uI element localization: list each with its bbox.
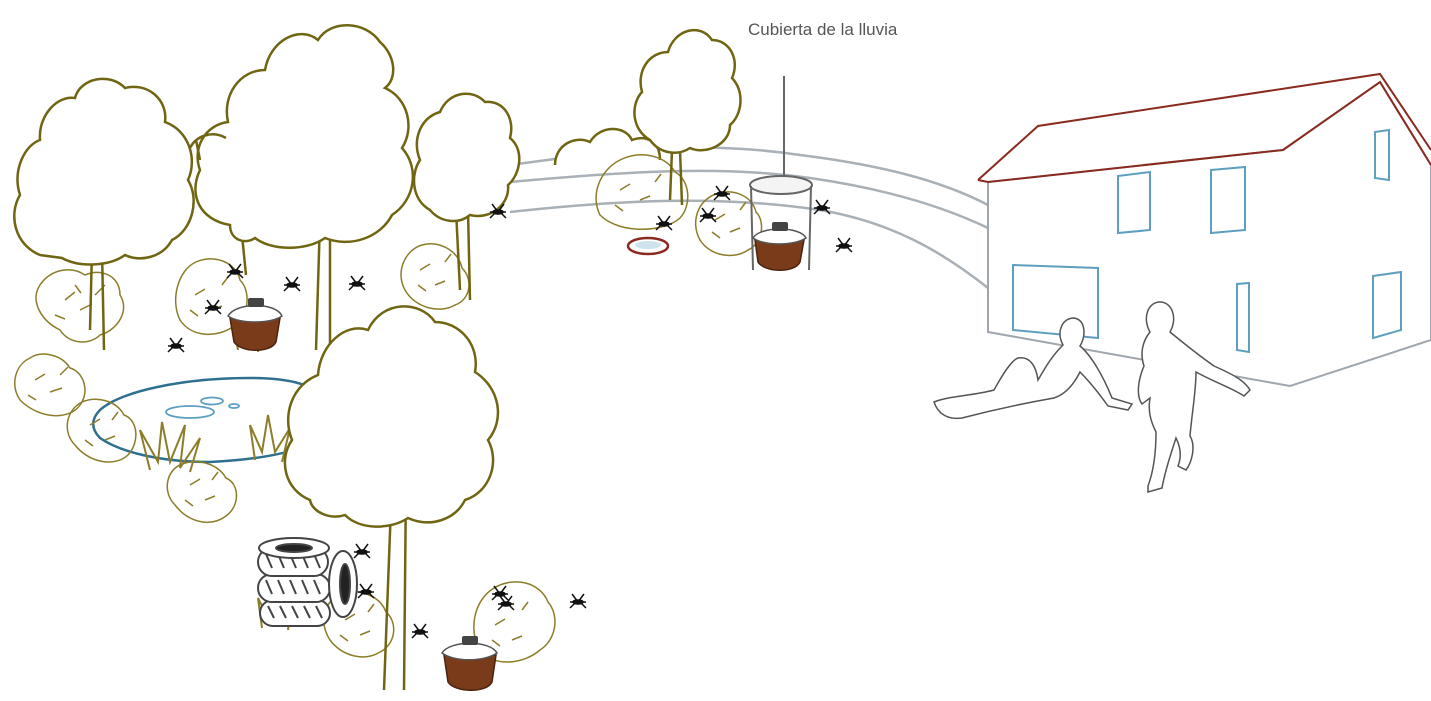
reclining-person [933, 317, 1134, 420]
mosquito [348, 275, 366, 291]
house-roof [977, 72, 1431, 184]
window [1117, 170, 1151, 235]
rain-cover-label: Cubierta de la lluvia [748, 20, 898, 39]
tire [259, 599, 331, 627]
shrub [595, 154, 689, 230]
people [933, 301, 1251, 493]
mosquito [489, 203, 507, 219]
mosquito [204, 299, 222, 315]
mosquito [167, 337, 185, 353]
shrub [695, 191, 763, 257]
field-lines [509, 146, 989, 289]
grass-tuft [139, 421, 201, 473]
mosquito [813, 199, 831, 215]
house-wall [987, 80, 1431, 388]
mosquito [283, 276, 301, 292]
tire [258, 537, 330, 559]
shrub [66, 398, 137, 463]
tree [188, 133, 227, 161]
shrub [14, 353, 86, 417]
window [1012, 263, 1099, 340]
shrub [35, 269, 125, 343]
standing-child [1137, 301, 1251, 493]
window [1372, 270, 1402, 340]
tree [412, 92, 521, 301]
tire-stack [257, 537, 358, 627]
tire [328, 550, 358, 618]
window [1236, 281, 1250, 354]
trees [13, 24, 742, 691]
shrub [400, 243, 470, 310]
rain-cover [749, 76, 813, 271]
rain-cover-top [749, 175, 813, 195]
tree [283, 305, 500, 691]
mosquito [497, 595, 515, 611]
tire [257, 573, 331, 603]
mosquito-trap [226, 298, 283, 351]
water-dish [626, 236, 670, 256]
house-windows [1012, 128, 1402, 354]
tree [194, 24, 415, 355]
window [1210, 165, 1246, 235]
mosquito [713, 185, 731, 201]
shrub [166, 460, 238, 524]
house [977, 72, 1431, 388]
mosquito [655, 215, 673, 231]
mosquito-trap [441, 636, 498, 691]
mosquito [357, 583, 375, 599]
tree [633, 28, 742, 206]
mosquito-trap [752, 222, 807, 271]
mosquito [411, 623, 429, 639]
shrub [473, 581, 556, 663]
tree [13, 77, 195, 351]
mosquitoes [167, 185, 853, 639]
mosquito [569, 593, 587, 609]
mosquito [226, 263, 244, 279]
mosquito-traps [226, 222, 807, 691]
shrubs [14, 154, 763, 663]
window [1374, 128, 1390, 182]
mosquito [835, 237, 853, 253]
mosquito [353, 543, 371, 559]
mosquito [699, 207, 717, 223]
water-ripples [165, 396, 240, 419]
